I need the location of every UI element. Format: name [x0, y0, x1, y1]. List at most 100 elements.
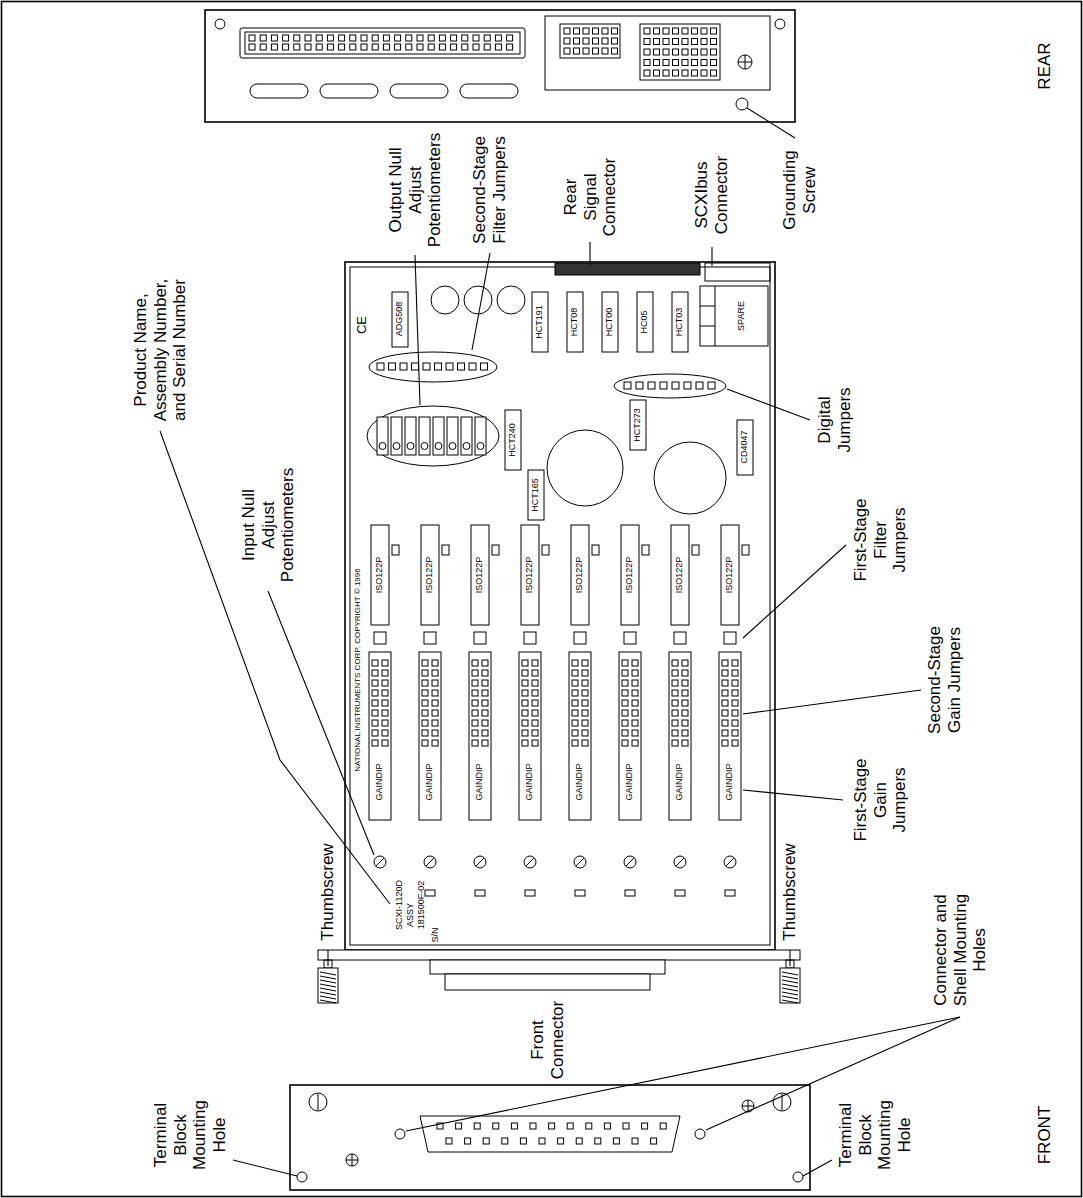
gain-jumper-pin	[472, 690, 478, 696]
connector-pin	[682, 60, 688, 66]
callout-label: Front Connector	[528, 995, 567, 1085]
gain-jumper-pin	[372, 740, 378, 746]
gain-jumper-pin	[422, 710, 428, 716]
chip-marking: HCT240	[508, 412, 518, 468]
connector-pin	[484, 35, 490, 41]
potentiometer-slot	[676, 858, 684, 866]
chip-marking: HCT08	[570, 294, 580, 350]
gain-dip-block	[669, 652, 691, 820]
input-channels	[369, 525, 749, 896]
connector-pin	[549, 1123, 555, 1129]
chip-marking: GAINDIP	[625, 747, 635, 817]
gain-dip-block	[569, 652, 591, 820]
connector-pin	[502, 1138, 508, 1144]
knurl-line	[782, 984, 798, 987]
gain-jumper-pin	[632, 690, 638, 696]
potentiometer-screw	[393, 443, 400, 450]
potentiometer-slot	[576, 858, 584, 866]
connector-pin	[574, 38, 580, 44]
potentiometer	[391, 417, 402, 455]
gain-jumper-pin	[682, 670, 688, 676]
leader-line	[711, 247, 712, 266]
channel	[519, 525, 549, 896]
view-label: REAR	[1035, 26, 1055, 106]
leader-line	[160, 431, 390, 904]
callout-label: Connector and Shell Mounting Holes	[931, 888, 990, 1013]
connector-pin	[294, 44, 300, 50]
chip-marking: ISO122P	[475, 530, 485, 620]
connector-pin	[593, 38, 599, 44]
chip	[567, 292, 583, 352]
resistor	[625, 890, 635, 896]
connector-pin	[644, 49, 650, 55]
connector-pin	[612, 48, 618, 54]
gain-jumper-pin	[582, 690, 588, 696]
panel-slot	[460, 84, 518, 98]
capacitor	[742, 545, 749, 555]
connector-pin	[350, 35, 356, 41]
gain-jumper-pin	[572, 680, 578, 686]
gain-jumper-pin	[522, 740, 528, 746]
gain-jumper-pin	[732, 700, 738, 706]
chip-marking: ADG508	[395, 294, 405, 344]
gain-jumper-pin	[632, 720, 638, 726]
connector-pin	[372, 35, 378, 41]
knurl-line	[320, 996, 336, 999]
potentiometer-slot	[626, 858, 634, 866]
gain-jumper-pin	[572, 730, 578, 736]
knurling	[320, 972, 798, 1003]
potentiometer	[433, 417, 444, 455]
first-stage-filter-jumper	[574, 632, 586, 644]
gain-jumper-pin	[482, 670, 488, 676]
jumper	[469, 363, 476, 370]
potentiometer-slot	[526, 858, 534, 866]
jumper	[708, 382, 715, 389]
gain-jumper-pin	[572, 740, 578, 746]
gain-jumper-pin	[422, 670, 428, 676]
potentiometer-slot	[376, 858, 384, 866]
potentiometer-slot	[426, 858, 434, 866]
gain-jumper-pin	[582, 660, 588, 666]
second-stage-filter-jumper-row	[377, 363, 488, 370]
gain-jumper-pin	[582, 700, 588, 706]
potentiometer	[405, 417, 416, 455]
rear-signal-connector-body	[245, 32, 520, 54]
spare-area	[700, 286, 768, 346]
gain-jumper-pin	[632, 660, 638, 666]
gain-jumper-pin	[472, 660, 478, 666]
leader-line	[789, 950, 790, 966]
input-null-potentiometer	[524, 856, 536, 868]
connector-pin	[520, 1138, 526, 1144]
chip-marking: ISO122P	[675, 530, 685, 620]
connector-pin	[701, 39, 707, 45]
connector-pin	[604, 1123, 610, 1129]
connector-pins	[249, 35, 513, 50]
connector-pin	[567, 1123, 573, 1129]
connector-pin	[283, 44, 289, 50]
chip	[532, 292, 548, 352]
leader-line	[803, 1160, 832, 1176]
connector-pin	[612, 28, 618, 34]
chip	[602, 292, 618, 352]
gain-jumper-pin	[732, 690, 738, 696]
connector-pin	[654, 39, 660, 45]
gain-jumper-pin	[582, 740, 588, 746]
connector-pin	[593, 28, 599, 34]
connector-pin	[651, 1138, 657, 1144]
thumbscrew-knob	[780, 968, 800, 1003]
connector-pin	[462, 44, 468, 50]
channel	[569, 525, 599, 896]
gain-jumper-pin	[432, 680, 438, 686]
gain-jumper-pin	[622, 690, 628, 696]
gain-jumper-pin	[582, 710, 588, 716]
input-null-potentiometer	[674, 856, 686, 868]
front-panel	[290, 1085, 810, 1190]
isolation-amplifier-chip	[621, 525, 639, 625]
view-label: FRONT	[1035, 1095, 1055, 1175]
gain-jumper-pin	[722, 670, 728, 676]
first-stage-filter-jumper	[624, 632, 636, 644]
gain-jumper-pin	[382, 720, 388, 726]
leader-line	[743, 690, 921, 714]
gain-jumper-pin	[382, 740, 388, 746]
connector-pin	[711, 28, 717, 34]
